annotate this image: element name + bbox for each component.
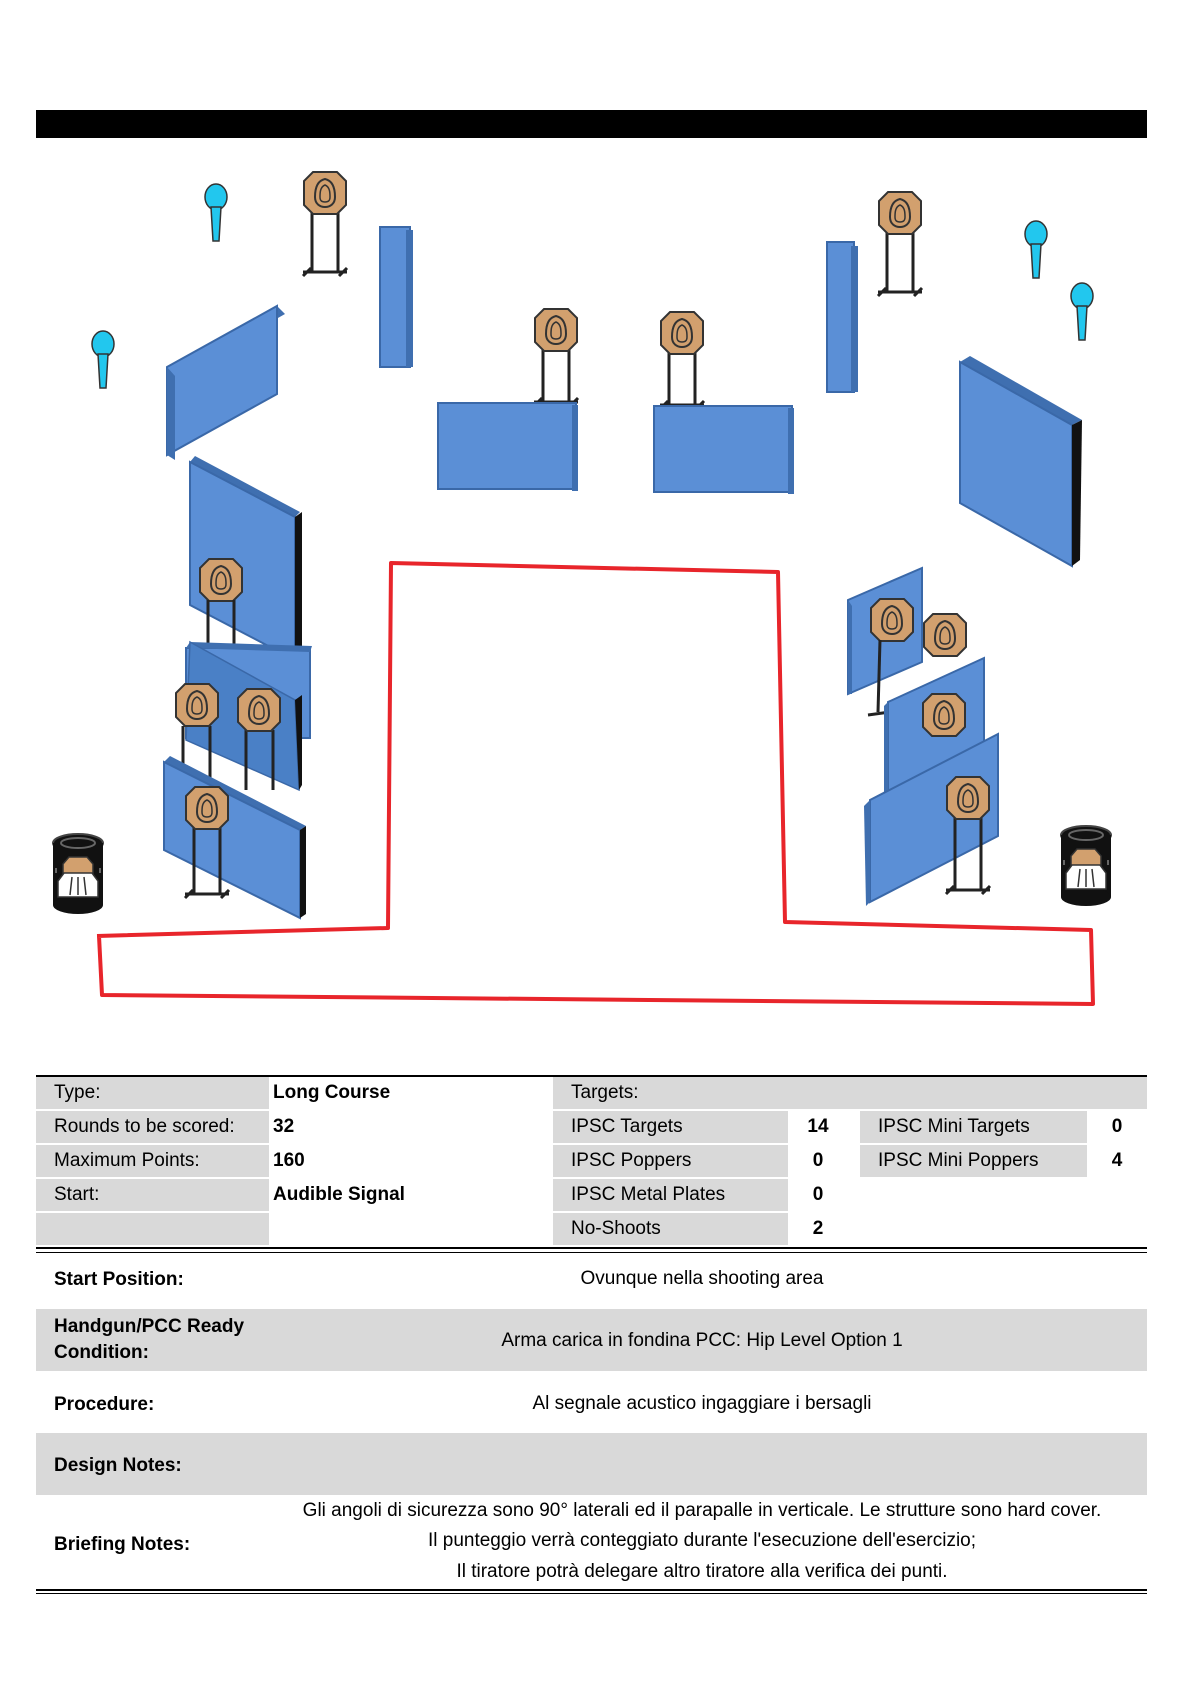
- wall-narrow-right: [826, 241, 858, 393]
- ready-condition-label-line1: Handgun/PCC Ready: [54, 1316, 245, 1337]
- mini-popper-1: [204, 183, 228, 242]
- ipsc-target-8: [185, 786, 229, 830]
- ipsc-targets-value: 14: [807, 1116, 829, 1137]
- max-points-value: 160: [273, 1150, 305, 1171]
- type-label: Type:: [36, 1077, 269, 1109]
- ready-condition-value: Arma carica in fondina PCC: Hip Level Op…: [501, 1330, 903, 1351]
- ipsc-target-11: [922, 693, 966, 737]
- start-position-label: Start Position:: [54, 1269, 184, 1290]
- stage-details: Start Position: Ovunque nella shooting a…: [36, 1251, 1147, 1594]
- ipsc-metal-plates-label: IPSC Metal Plates: [553, 1179, 788, 1211]
- procedure-value: Al segnale acustico ingaggiare i bersagl…: [532, 1393, 872, 1414]
- fault-line-left: [96, 561, 1095, 1006]
- design-notes-label: Design Notes:: [54, 1455, 182, 1476]
- start-label: Start:: [36, 1179, 269, 1211]
- ipsc-mini-targets-value: 0: [1111, 1116, 1123, 1137]
- procedure-row: Procedure: Al segnale acustico ingaggiar…: [36, 1371, 1147, 1433]
- mini-popper-2: [91, 330, 115, 389]
- briefing-line-2: Il punteggio verrà conteggiato durante l…: [427, 1530, 977, 1551]
- no-shoots-value: 2: [812, 1218, 824, 1239]
- details-bottom-rule-2: [36, 1593, 1147, 1594]
- wall-center-right: [653, 405, 794, 494]
- targets-header: Targets:: [553, 1077, 1147, 1109]
- procedure-label: Procedure:: [54, 1394, 155, 1415]
- no-shoot-barrel-right: [1060, 825, 1112, 907]
- type-value: Long Course: [273, 1082, 391, 1103]
- ipsc-metal-plates-value: 0: [812, 1184, 824, 1205]
- ipsc-target-6: [175, 683, 219, 727]
- table-top-rule: [36, 1075, 1147, 1077]
- ipsc-target-5: [199, 558, 243, 602]
- briefing-notes-label: Briefing Notes:: [54, 1534, 191, 1555]
- ipsc-target-9: [870, 598, 914, 642]
- rounds-label: Rounds to be scored:: [36, 1111, 269, 1143]
- ipsc-target-12: [946, 776, 990, 820]
- table-bottom-rule: [36, 1247, 1147, 1249]
- ipsc-target-7: [237, 688, 281, 732]
- start-position-value: Ovunque nella shooting area: [580, 1268, 824, 1289]
- briefing-line-3: Il tiratore potrà delegare altro tirator…: [456, 1561, 948, 1582]
- wall-center-left: [437, 402, 578, 491]
- wall-right-slanted: [959, 356, 1082, 568]
- empty-label: [36, 1213, 269, 1245]
- start-position-row: Start Position: Ovunque nella shooting a…: [36, 1251, 1147, 1309]
- mini-popper-3: [1024, 220, 1048, 279]
- ipsc-target-10: [923, 613, 967, 657]
- briefing-line-1: Gli angoli di sicurezza sono 90° lateral…: [302, 1500, 1102, 1521]
- ipsc-poppers-value: 0: [812, 1150, 824, 1171]
- ready-condition-row: Handgun/PCC Ready Condition: Arma carica…: [36, 1309, 1147, 1371]
- wall-narrow-left: [379, 226, 413, 368]
- ipsc-target-2: [534, 308, 578, 352]
- ipsc-target-3: [660, 311, 704, 355]
- design-notes-row: Design Notes:: [36, 1433, 1147, 1495]
- ipsc-mini-poppers-value: 4: [1111, 1150, 1123, 1171]
- mini-popper-4: [1070, 282, 1094, 341]
- rounds-value: 32: [273, 1116, 295, 1137]
- ipsc-poppers-label: IPSC Poppers: [553, 1145, 788, 1177]
- ready-condition-label-line2: Condition:: [54, 1342, 149, 1363]
- ipsc-target-1: [303, 171, 347, 215]
- start-value: Audible Signal: [273, 1184, 405, 1205]
- no-shoot-barrel-left: [52, 833, 104, 915]
- briefing-notes-row: Briefing Notes: Gli angoli di sicurezza …: [36, 1495, 1147, 1589]
- title-bar: [36, 110, 1147, 138]
- ipsc-mini-targets-label: IPSC Mini Targets: [860, 1111, 1087, 1143]
- table-bottom-rule-2: [36, 1252, 1147, 1253]
- wall-left-cluster-back: [189, 456, 302, 662]
- stage-summary-table: Type: Long Course Rounds to be scored: 3…: [36, 1075, 1147, 1253]
- details-bottom-rule: [36, 1589, 1147, 1591]
- ipsc-target-4: [878, 191, 922, 235]
- ipsc-mini-poppers-label: IPSC Mini Poppers: [860, 1145, 1087, 1177]
- ipsc-targets-label: IPSC Targets: [553, 1111, 788, 1143]
- no-shoots-label: No-Shoots: [553, 1213, 788, 1245]
- max-points-label: Maximum Points:: [36, 1145, 269, 1177]
- stage-diagram: [52, 171, 1112, 1006]
- wall-left-slanted: [166, 304, 285, 460]
